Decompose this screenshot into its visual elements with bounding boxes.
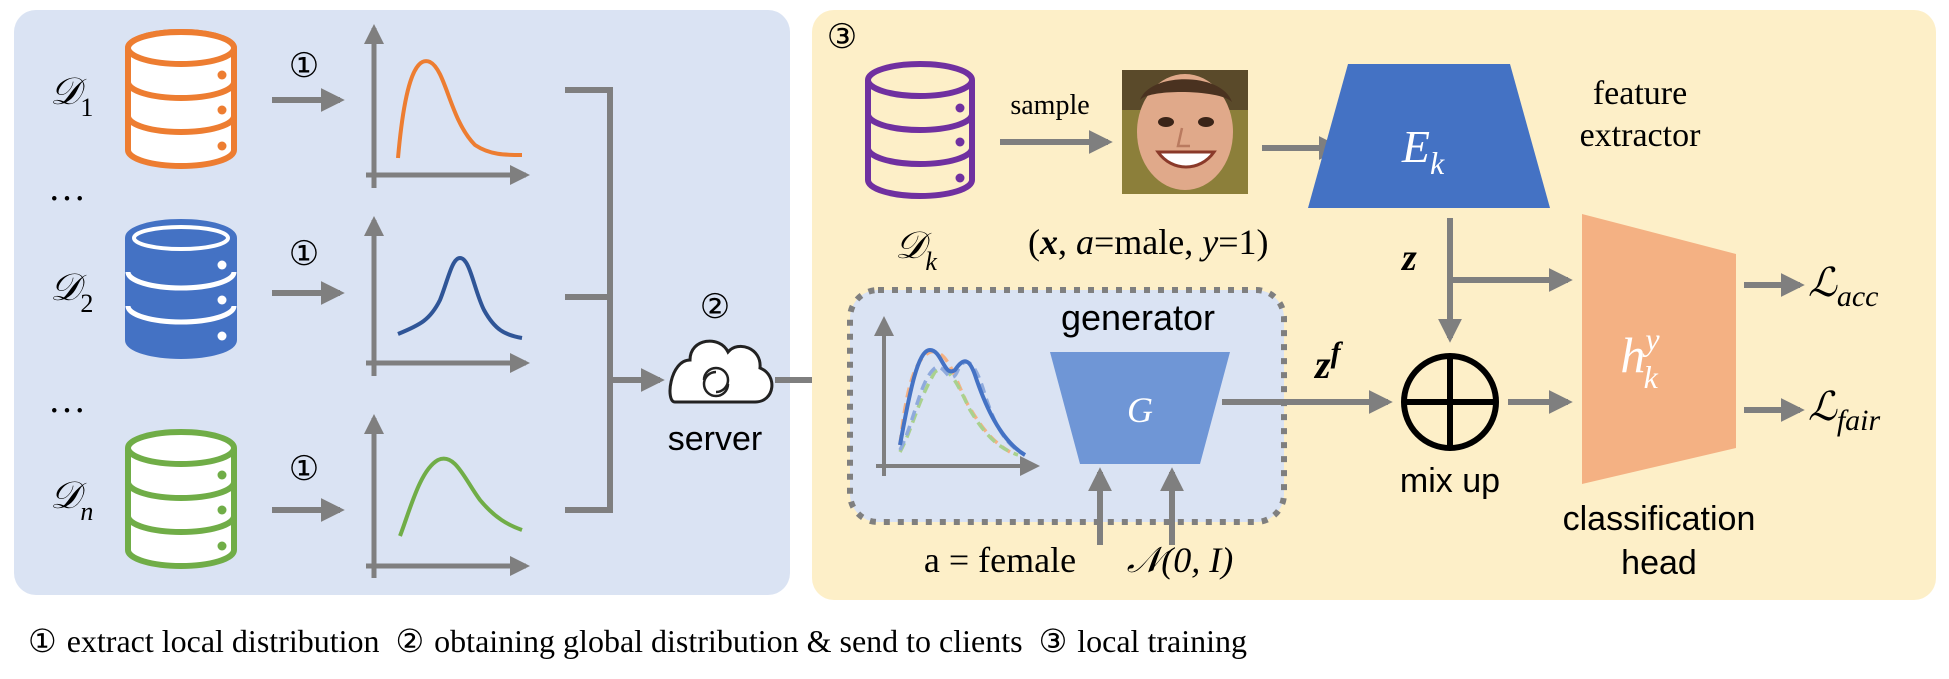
caption-num-3: ③	[1039, 623, 1068, 659]
sample-label: sample	[1010, 90, 1089, 121]
database-icon-d1	[125, 29, 237, 169]
z-arrows	[1438, 218, 1573, 343]
generator-symbol: G	[1127, 390, 1153, 430]
step-3-marker: ③	[827, 19, 857, 56]
dist-plot-n	[364, 414, 530, 578]
aggregation-bracket	[565, 87, 665, 513]
face-sample-image	[1122, 70, 1248, 194]
z-label: z	[1400, 237, 1417, 279]
dist-plot-1	[364, 24, 530, 188]
loss-fair-label: ℒfair	[1808, 384, 1880, 437]
female-attribute-label: a = female	[924, 540, 1076, 580]
mixup-operator-icon	[1401, 353, 1499, 451]
step-1-marker: ①	[289, 451, 319, 488]
caption-num-1: ①	[28, 623, 57, 659]
global-dist-plot	[874, 316, 1040, 476]
dist-curve-n	[398, 456, 523, 537]
dist-curve-2	[397, 255, 523, 340]
mixup-label: mix up	[1400, 462, 1500, 500]
dist-plot-2	[364, 216, 530, 376]
server-label: server	[668, 420, 762, 458]
loss-acc-label: ℒacc	[1808, 260, 1878, 313]
generator-title: generator	[1061, 297, 1215, 338]
dist-curve-1	[396, 59, 523, 159]
extractor-symbol: Ek	[1401, 121, 1445, 181]
classification-head-block	[1582, 214, 1736, 484]
step-2-marker: ②	[700, 289, 730, 326]
zf-label: zf	[1313, 336, 1344, 387]
caption-text-1: extract local distribution	[67, 623, 380, 659]
generator-block	[1050, 352, 1230, 464]
caption-num-2: ②	[395, 623, 424, 659]
caption-text-3: local training	[1077, 623, 1247, 659]
caption-text-2: obtaining global distribution & send to …	[434, 623, 1022, 659]
extractor-label-line2: extractor	[1580, 117, 1701, 154]
database-icon-dn	[125, 429, 237, 569]
ellipsis-1: …	[48, 167, 86, 209]
caption-legend: ① extract local distribution ② obtaining gl…	[28, 623, 1247, 659]
step-1-marker: ①	[289, 48, 319, 85]
feature-extractor-block	[1308, 64, 1550, 208]
head-label-line2: head	[1621, 544, 1697, 582]
noise-distribution-label: 𝒩(0, I)	[1127, 540, 1233, 580]
database-icon-d2	[125, 219, 237, 359]
database-icon-dk	[865, 61, 975, 199]
cloud-server-icon	[668, 339, 774, 404]
sample-tuple: (x, a=male, y=1)	[1028, 222, 1269, 262]
extractor-label-line1: feature	[1593, 75, 1687, 112]
head-label-line1: classification	[1563, 500, 1756, 538]
ellipsis-2: …	[48, 379, 86, 421]
step-1-marker: ①	[289, 236, 319, 273]
